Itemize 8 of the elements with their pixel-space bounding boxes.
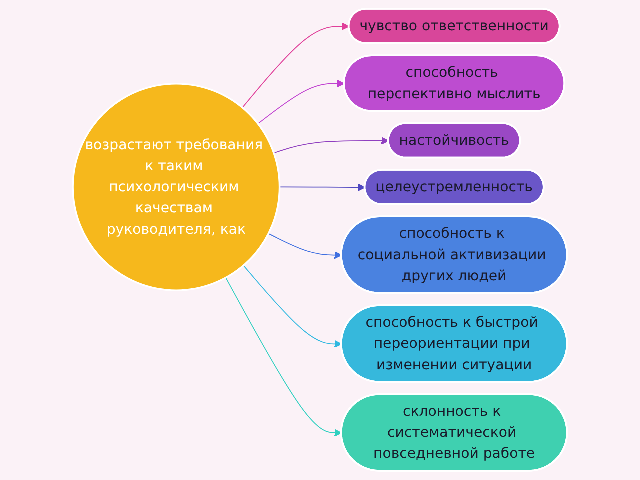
arrow [225, 277, 342, 437]
arrow [274, 137, 390, 154]
node-circle: возрастают требования к таким психологическим качествам руководителя, как [72, 82, 281, 292]
arrow [243, 265, 342, 348]
arrow [242, 22, 350, 108]
arrow [279, 184, 366, 192]
arrow [258, 80, 345, 124]
arrow [268, 233, 342, 260]
